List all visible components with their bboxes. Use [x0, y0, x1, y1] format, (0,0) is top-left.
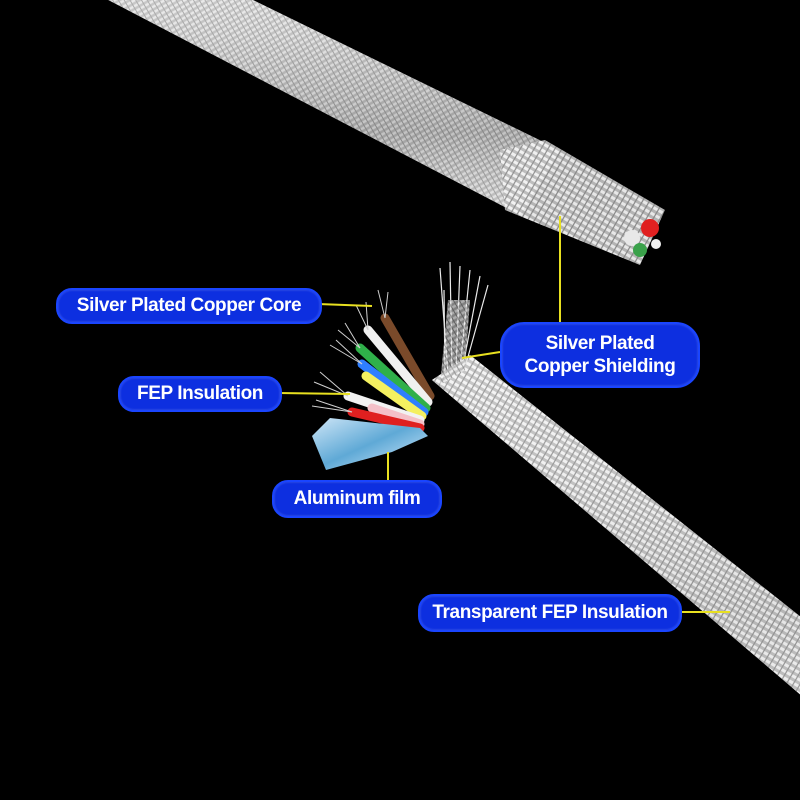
label-shielding-line2: Copper Shielding	[524, 356, 676, 377]
lower-cable	[311, 261, 800, 695]
label-silver-plated-copper-shielding: Silver Plated Copper Shielding	[500, 322, 700, 388]
label-transparent-fep-insulation: Transparent FEP Insulation	[418, 594, 682, 632]
label-fep-insulation: FEP Insulation	[118, 376, 282, 412]
label-aluminum-film: Aluminum film	[272, 480, 442, 518]
label-shielding-line1: Silver Plated	[545, 333, 655, 354]
upper-cable	[108, 0, 665, 265]
label-silver-plated-copper-core: Silver Plated Copper Core	[56, 288, 322, 324]
leader-lines	[277, 216, 730, 613]
